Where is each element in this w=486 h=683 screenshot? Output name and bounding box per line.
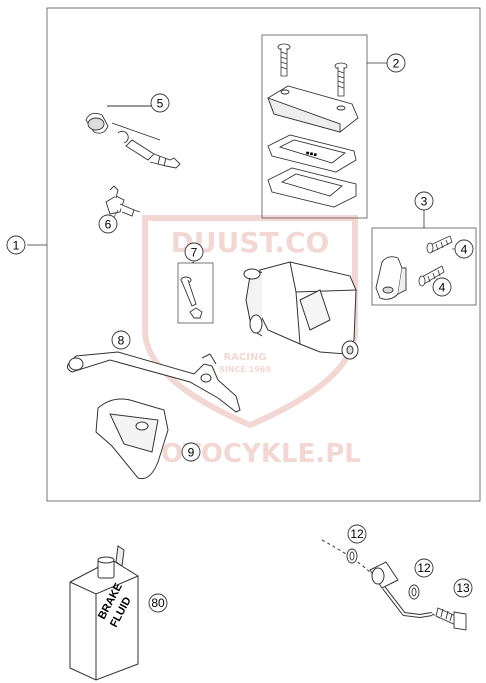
reservoir-cover	[267, 85, 359, 133]
master-cylinder-body	[243, 261, 359, 360]
callout-6: 6	[98, 214, 118, 234]
svg-text:5: 5	[157, 97, 164, 111]
cover-screw-right	[334, 62, 348, 97]
brake-lever-part	[66, 351, 241, 413]
cover-screw-left	[277, 43, 291, 77]
callout-80: 80	[148, 593, 168, 613]
svg-text:9: 9	[188, 446, 195, 460]
svg-text:8: 8	[118, 334, 125, 348]
brake-fluid-bottle: BRAKE FLUID	[69, 545, 139, 681]
svg-text:13: 13	[456, 581, 470, 595]
callout-12-upper: 12	[347, 524, 367, 544]
brake-switch-part	[105, 185, 141, 217]
callout-12-lower: 12	[414, 558, 434, 578]
piston-kit-part	[85, 105, 181, 169]
lever-cover-part	[95, 398, 169, 480]
callout-2: 2	[386, 53, 406, 73]
callout-8: 8	[111, 330, 131, 350]
svg-text:3: 3	[421, 195, 428, 209]
clamp-part	[375, 256, 407, 300]
watermark-site: MOTOCYKLE.PL	[135, 439, 361, 469]
reservoir-diaphragm: ▪▪▪	[267, 134, 357, 173]
watermark-racing: RACING	[223, 352, 266, 363]
callout-5: 5	[150, 93, 170, 113]
cover-group-frame	[261, 34, 368, 219]
callout-4-lower: 4	[432, 277, 452, 297]
pin-group-frame	[177, 262, 214, 324]
washer-part-upper	[346, 548, 358, 564]
callout-13: 13	[453, 578, 473, 598]
svg-text:6: 6	[105, 218, 112, 232]
svg-text:4: 4	[439, 281, 446, 295]
assembly-frame	[46, 7, 481, 502]
reservoir-gasket	[267, 167, 357, 208]
washer-part-lower	[408, 584, 420, 600]
clamp-screw-upper	[426, 235, 453, 254]
svg-text:4: 4	[461, 243, 468, 257]
svg-text:80: 80	[151, 596, 165, 610]
clamp-screw-lower	[418, 265, 445, 287]
banjo-bolt-part	[435, 607, 467, 631]
callout-9: 9	[181, 442, 201, 462]
svg-text:7: 7	[191, 246, 198, 260]
brake-hose-part	[321, 539, 441, 619]
watermark-since: SINCE 1969	[219, 365, 271, 374]
callout-4-upper: 4	[454, 239, 474, 259]
watermark: DUUST.CO RACING SINCE 1969 MOTOCYKLE.PL	[135, 215, 361, 469]
svg-text:12: 12	[350, 527, 364, 541]
callout-7: 7	[184, 242, 204, 262]
callout-1: 1	[6, 235, 26, 255]
svg-text:2: 2	[393, 57, 400, 71]
svg-text:▪▪▪: ▪▪▪	[304, 147, 318, 161]
callout-3: 3	[414, 191, 434, 211]
pivot-pin-part	[180, 276, 203, 319]
svg-text:1: 1	[13, 239, 20, 253]
svg-text:12: 12	[417, 561, 431, 575]
